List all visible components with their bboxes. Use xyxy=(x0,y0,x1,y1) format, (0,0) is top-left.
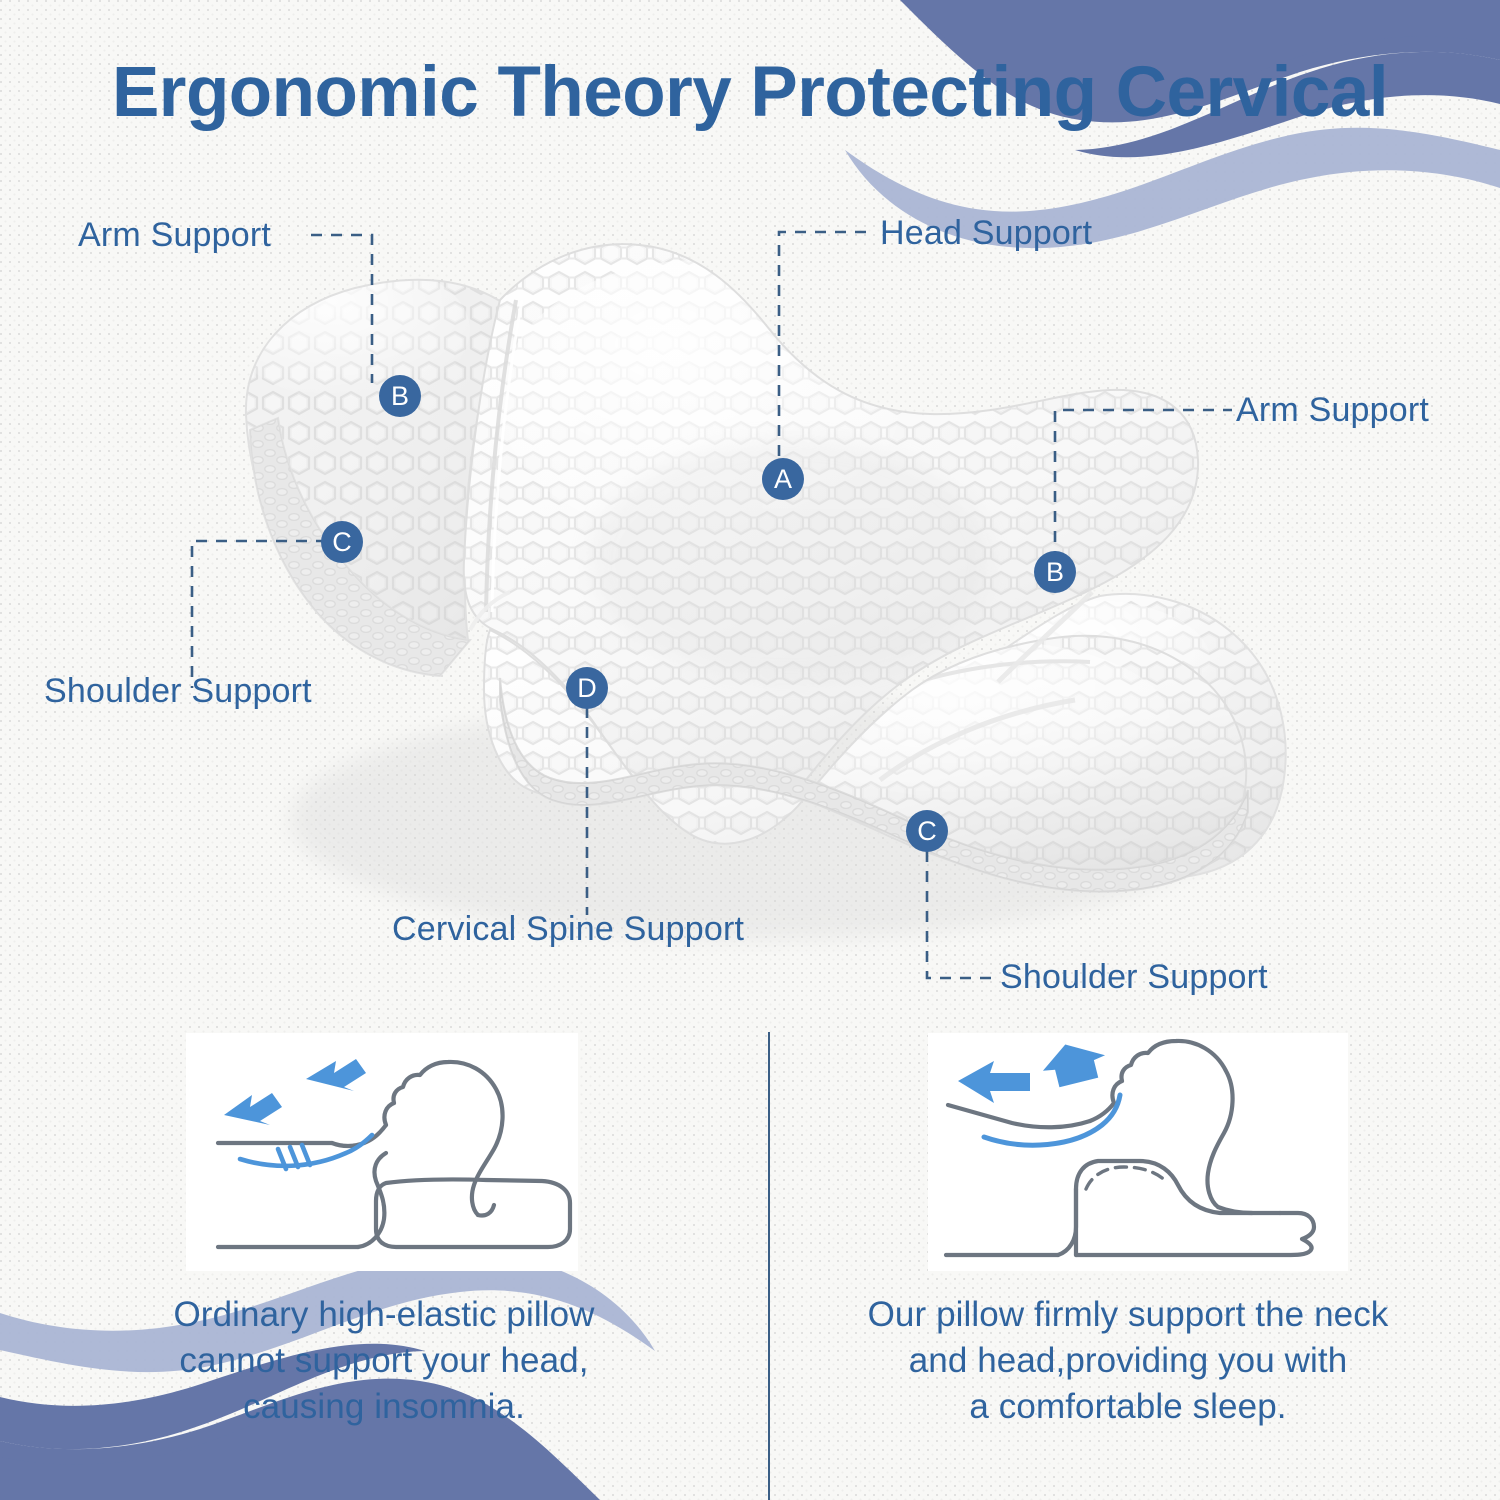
our-pillow-diagram xyxy=(943,1038,1317,1258)
top-right-wave-dark-lower xyxy=(905,0,1500,112)
top-right-wave-dark-tail xyxy=(1075,51,1500,158)
pillow-main-outline xyxy=(462,243,1200,841)
top-right-wave-light xyxy=(845,0,1500,249)
marker-b-right: B xyxy=(1034,551,1076,593)
leader-head-support xyxy=(777,230,866,462)
callout-label-cervical-spine-support: Cervical Spine Support xyxy=(392,910,745,948)
relaxed-arrow-icons xyxy=(958,1044,1106,1103)
leader-arm-support-left xyxy=(311,233,374,383)
bottom-left-wave-light xyxy=(0,1252,655,1500)
callout-label-arm-support-right: Arm Support xyxy=(1236,391,1430,429)
leader-arm-support-right xyxy=(1053,408,1232,562)
callout-label-shoulder-support-right: Shoulder Support xyxy=(1000,958,1268,996)
callout-label-arm-support-left: Arm Support xyxy=(78,216,272,254)
marker-c-right: C xyxy=(906,810,948,852)
marker-a-head: A xyxy=(762,458,804,500)
callout-label-shoulder-support-left: Shoulder Support xyxy=(44,672,312,710)
marker-b-left: B xyxy=(379,375,421,417)
callout-label-head-support: Head Support xyxy=(880,214,1093,252)
comparison-divider xyxy=(768,1032,770,1500)
leader-shoulder-support-right xyxy=(925,851,1000,980)
ordinary-pillow-illustration-box xyxy=(186,1033,578,1271)
marker-d-cervical: D xyxy=(566,667,608,709)
bottom-left-wave-dark-tail xyxy=(0,1343,425,1450)
marker-c-left: C xyxy=(321,521,363,563)
pillow-left-sidewall xyxy=(248,416,472,678)
our-pillow-illustration-box xyxy=(928,1033,1348,1271)
bottom-left-wave-dark-upper xyxy=(0,1389,595,1500)
page-title: Ergonomic Theory Protecting Cervical xyxy=(111,53,1389,132)
leader-shoulder-support-left xyxy=(190,539,327,688)
ordinary-pillow-diagram xyxy=(215,1059,573,1250)
strain-arrow-icons xyxy=(224,1059,366,1125)
pillow-front-sidewall xyxy=(499,677,1249,893)
our-pillow-caption: Our pillow firmly support the neck and h… xyxy=(867,1295,1389,1426)
ordinary-pillow-caption: Ordinary high-elastic pillow cannot supp… xyxy=(173,1295,595,1426)
